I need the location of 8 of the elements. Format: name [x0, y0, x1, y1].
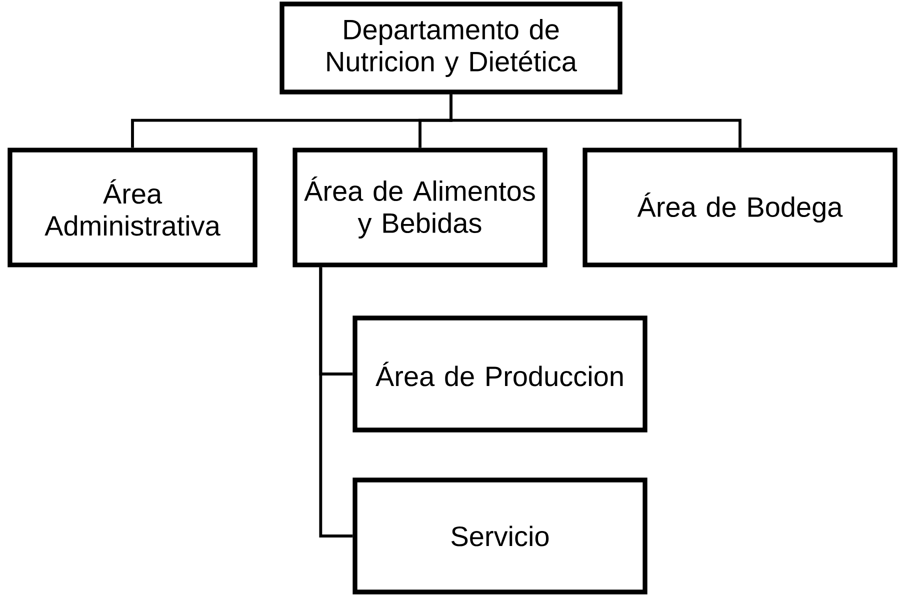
org-box: Departamento de Nutricion y Dietética: [280, 2, 622, 94]
org-box: Área de Produccion: [352, 316, 648, 432]
org-box: Área de Alimentos y Bebidas: [292, 148, 548, 268]
org-box: Área Administrativa: [8, 148, 258, 268]
connector-line: [319, 267, 353, 538]
org-box: Área de Bodega: [582, 148, 898, 268]
connector-line: [450, 94, 742, 148]
org-box: Servicio: [352, 478, 648, 594]
